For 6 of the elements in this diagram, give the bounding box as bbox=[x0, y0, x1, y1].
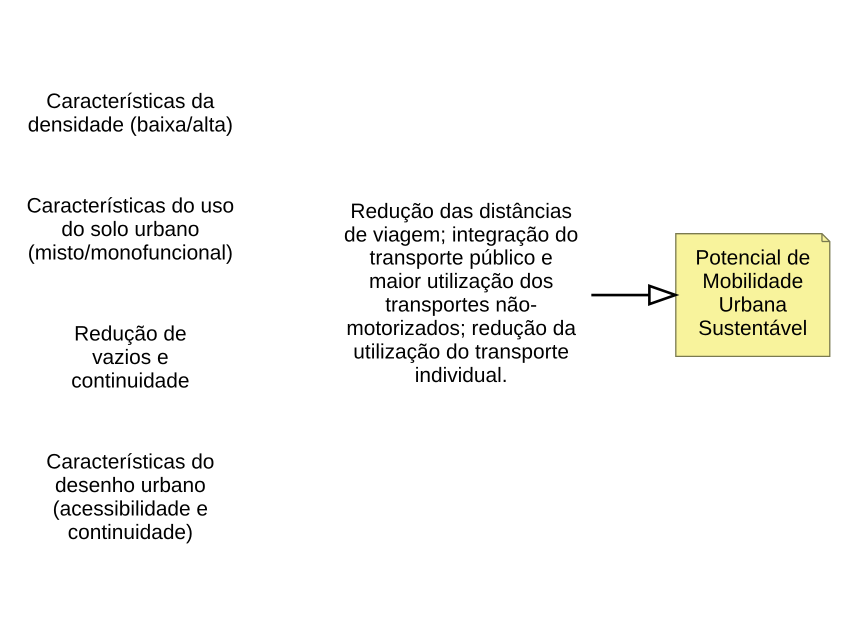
arrow bbox=[590, 284, 679, 306]
node-text: Características do uso do solo urbano (misto/monofuncional) bbox=[26, 194, 234, 265]
node-text: Características da densidade (baixa/alta) bbox=[27, 90, 232, 137]
node-text: Redução de vazios e continuidade bbox=[70, 322, 190, 392]
node-text: Redução das distâncias de viagem; integração do transporte público e maior utilização dos transportes não-motorizados; redução da utilização do transporte individual. bbox=[344, 200, 578, 388]
node-text: Características do desenho urbano (acessibilidade e continuidade) bbox=[46, 450, 214, 544]
